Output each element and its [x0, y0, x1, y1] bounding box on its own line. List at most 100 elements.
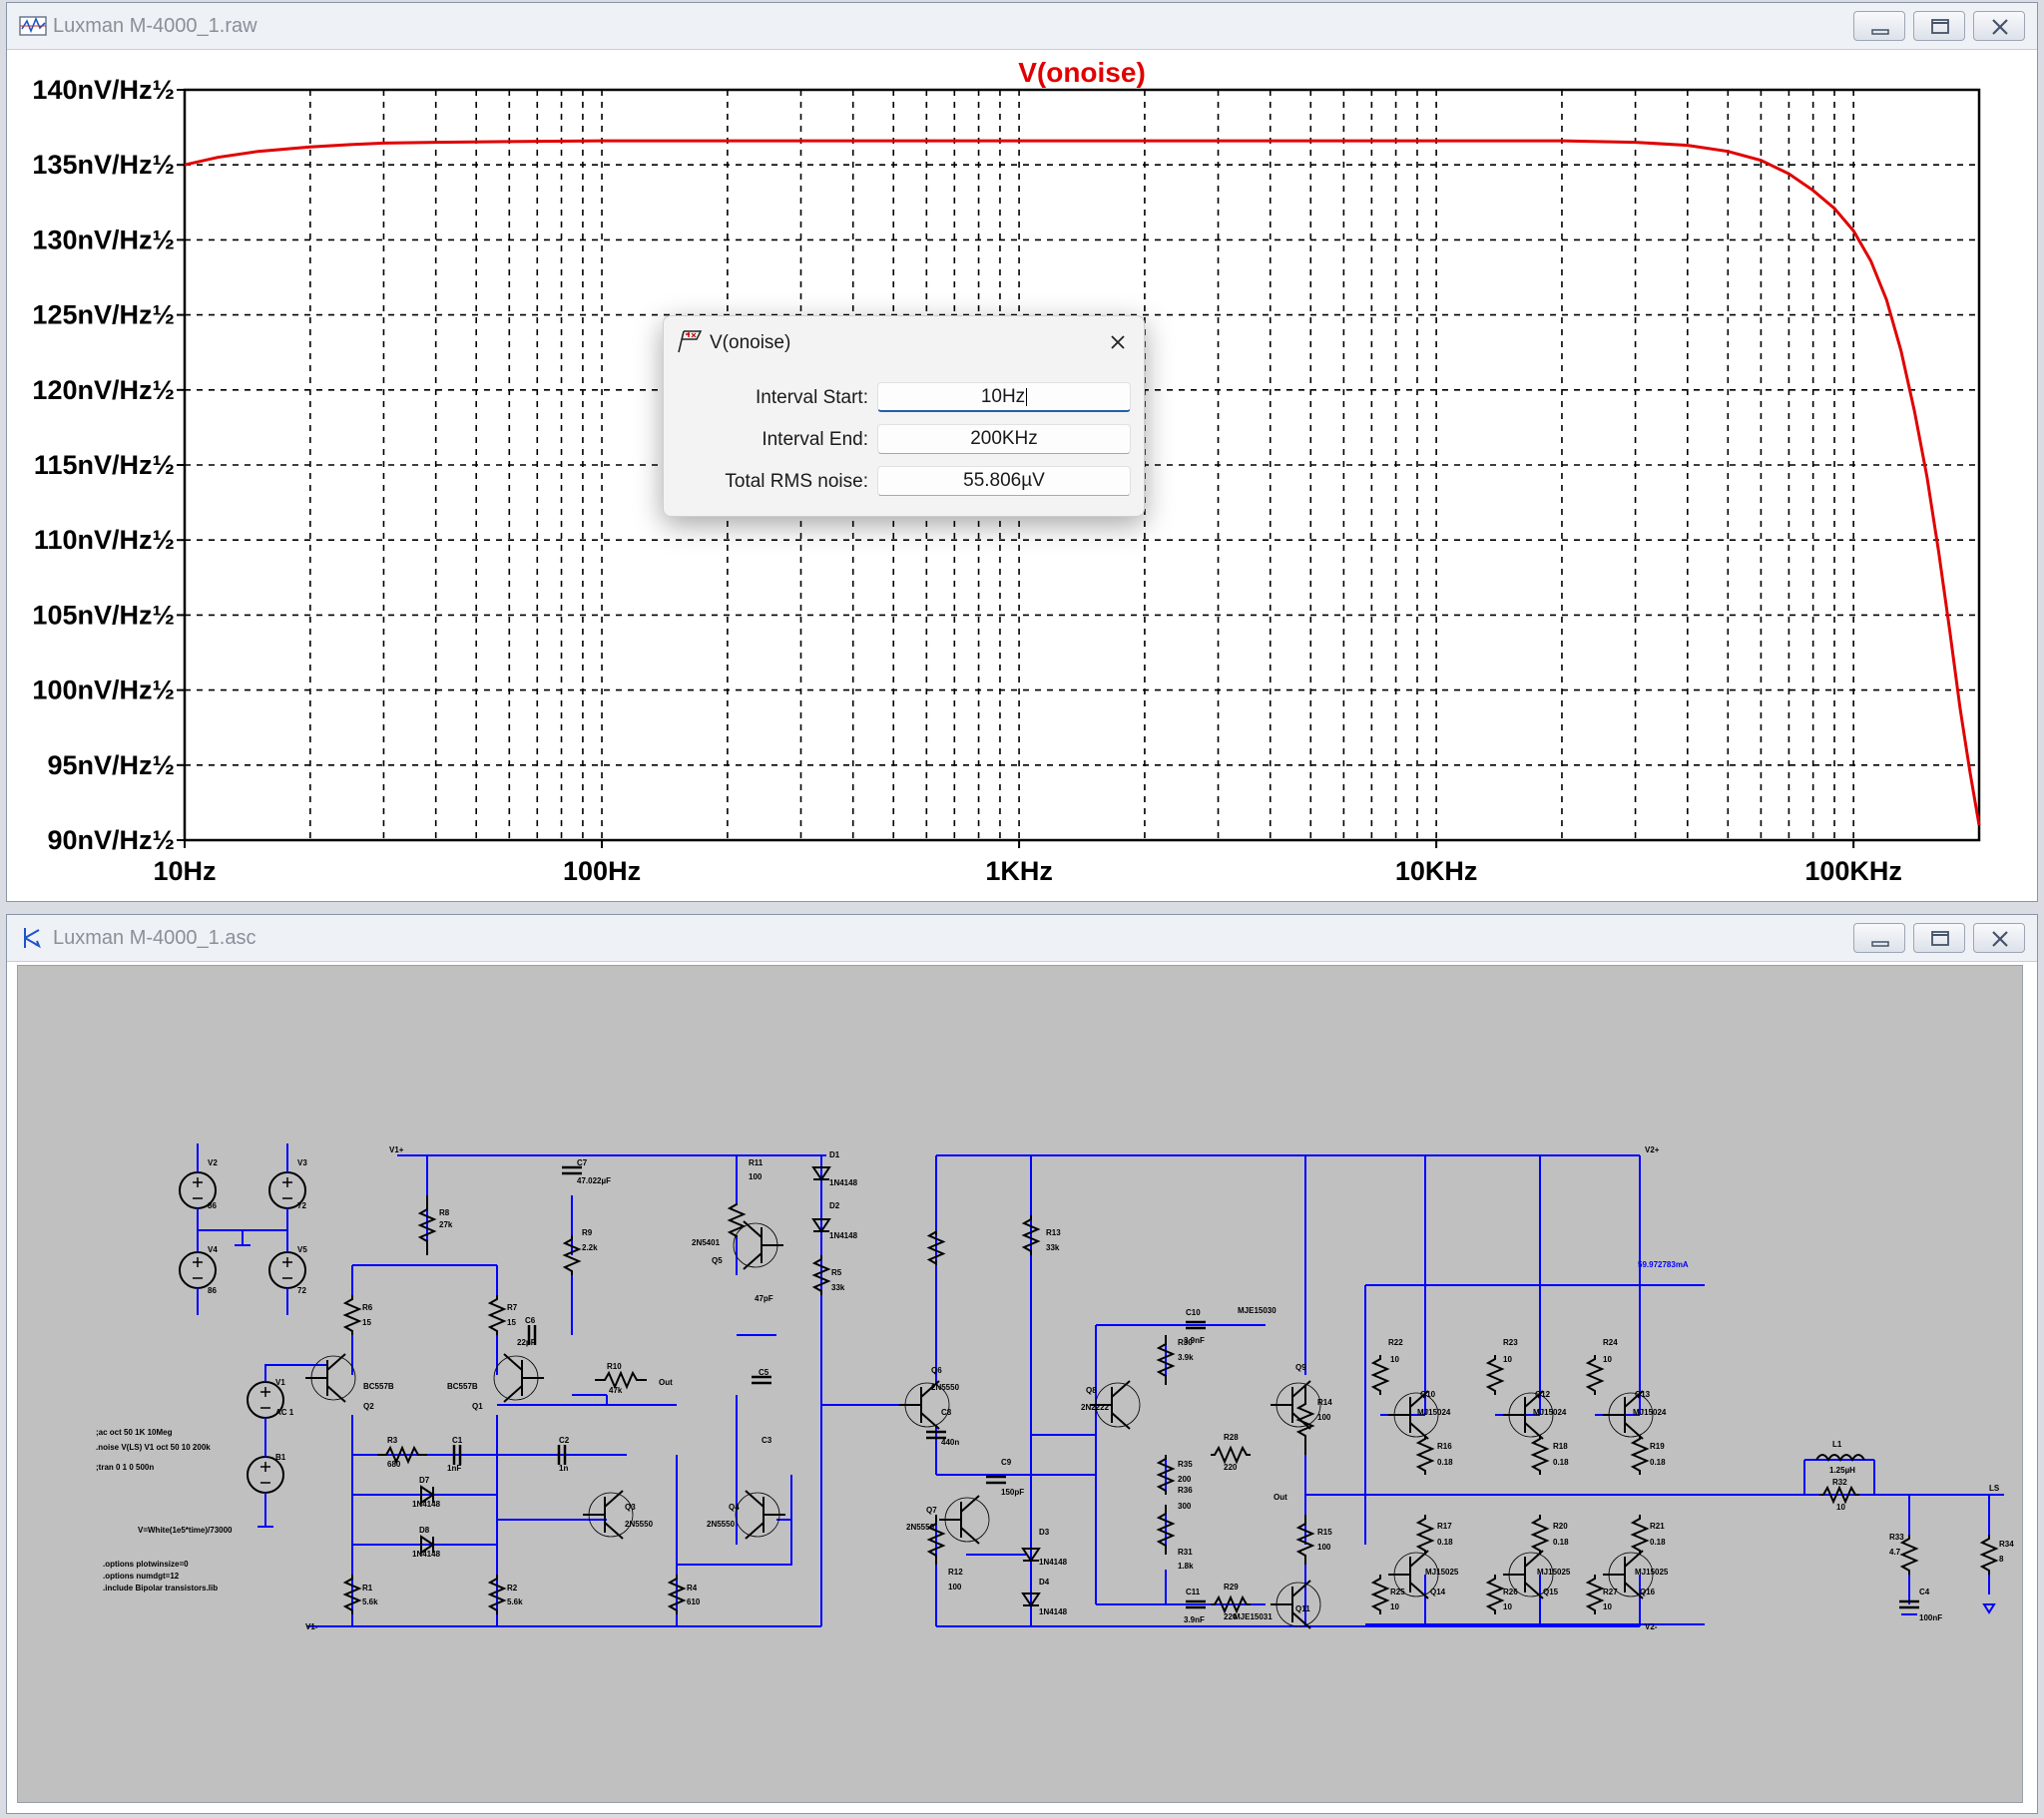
label-r27v: 10 — [1603, 1602, 1612, 1611]
maximize-button[interactable] — [1913, 923, 1965, 953]
resistor — [1156, 1505, 1176, 1555]
dialog-title: V(onoise) — [710, 332, 791, 353]
label-r31: R31 — [1178, 1548, 1193, 1557]
transistor — [1388, 1390, 1429, 1440]
interval-end-field[interactable]: 200KHz — [877, 424, 1131, 454]
minimize-button[interactable] — [1853, 923, 1905, 953]
transistor — [745, 1490, 785, 1540]
label-r16: R16 — [1437, 1442, 1452, 1451]
label-c6v: 22pF — [517, 1338, 536, 1347]
label-dmodel: 1N4148 — [829, 1231, 858, 1240]
label-q12m: MJ15024 — [1533, 1408, 1567, 1417]
capacitor — [557, 1445, 567, 1465]
source-wires — [257, 1364, 327, 1528]
label-r32v: 10 — [1836, 1503, 1845, 1512]
close-button[interactable] — [1973, 11, 2025, 41]
label-r2v: 5.6k — [507, 1597, 523, 1606]
plot-window-titlebar[interactable]: Luxman M-4000_1.raw — [7, 3, 2037, 50]
label-opt3: .include Bipolar transistors.lib — [103, 1584, 218, 1592]
ground-symbols — [1901, 1603, 1996, 1615]
interval-start-row: Interval Start: 10Hz — [664, 380, 1144, 414]
transistor-body — [735, 1492, 780, 1538]
label-r14: R14 — [1317, 1398, 1332, 1407]
diode — [420, 1535, 435, 1555]
label-q2: Q2 — [363, 1402, 374, 1411]
label-c8v: 440n — [941, 1438, 959, 1447]
label-r9: R9 — [582, 1228, 593, 1237]
capacitor — [926, 1430, 946, 1440]
schematic-window-titlebar[interactable]: Luxman M-4000_1.asc — [7, 915, 2037, 962]
label-q9m: MJE15030 — [1238, 1306, 1277, 1315]
source-sign — [282, 1257, 292, 1279]
dialog-close-icon[interactable] — [1102, 326, 1134, 358]
label-r24: R24 — [1603, 1338, 1618, 1347]
resistor — [1211, 1445, 1251, 1465]
label-r4v: 610 — [687, 1597, 701, 1606]
label-v5v: 72 — [297, 1286, 306, 1295]
source-sign — [260, 1387, 270, 1409]
label-r3v: 680 — [387, 1460, 401, 1469]
label-r28: R28 — [1224, 1433, 1239, 1442]
y-tick-label: 110nV/Hz½ — [34, 525, 175, 555]
label-r26: R26 — [1503, 1588, 1518, 1596]
wires — [307, 1154, 2004, 1627]
label-r32: R32 — [1832, 1478, 1847, 1487]
close-button[interactable] — [1973, 923, 2025, 953]
resistor — [342, 1575, 362, 1614]
label-r18v: 0.18 — [1553, 1458, 1569, 1467]
label-r36: R36 — [1178, 1486, 1193, 1495]
interval-start-value: 10Hz — [980, 386, 1026, 407]
label-r16v: 0.18 — [1437, 1458, 1453, 1467]
flag-icon — [678, 330, 703, 353]
resistor — [1530, 1435, 1550, 1475]
label-v2m: V2- — [1645, 1622, 1658, 1631]
label-r6: R6 — [362, 1303, 373, 1312]
label-l1v: 1.25µH — [1829, 1466, 1855, 1475]
transistor — [1388, 1550, 1429, 1599]
label-c6: C6 — [525, 1316, 536, 1325]
label-r31v: 1.8k — [1178, 1562, 1194, 1571]
interval-start-field[interactable]: 10Hz — [877, 382, 1131, 412]
capacitor — [562, 1165, 582, 1175]
label-q3m: 2N5550 — [625, 1520, 654, 1529]
diode — [1021, 1592, 1041, 1607]
resistor — [1156, 1455, 1176, 1495]
label-r25: R25 — [1390, 1588, 1405, 1596]
resistor — [1630, 1515, 1650, 1555]
y-tick-label: 135nV/Hz½ — [32, 150, 175, 180]
label-v1p: V1+ — [389, 1145, 404, 1154]
label-r25v: 10 — [1390, 1602, 1399, 1611]
label-r21: R21 — [1650, 1522, 1665, 1531]
label-q8: Q8 — [1086, 1386, 1097, 1395]
label-q12: Q12 — [1535, 1390, 1551, 1399]
resistor — [1370, 1575, 1390, 1614]
maximize-button[interactable] — [1913, 11, 1965, 41]
label-r24v: 10 — [1603, 1355, 1612, 1364]
label-v2: V2 — [208, 1158, 218, 1167]
minimize-button[interactable] — [1853, 11, 1905, 41]
label-d1: D1 — [829, 1150, 840, 1159]
transistor — [1603, 1550, 1644, 1599]
label-d4: D4 — [1039, 1578, 1050, 1587]
transistor-body — [1508, 1392, 1554, 1438]
label-r17: R17 — [1437, 1522, 1452, 1531]
transistor — [1090, 1380, 1131, 1430]
label-c2v: 1n — [559, 1464, 568, 1473]
label-q8m: 2N2222 — [1081, 1403, 1110, 1412]
resistor — [1979, 1535, 1999, 1575]
transistor-body — [310, 1355, 356, 1401]
noise-trace — [184, 139, 1981, 826]
label-d8: D8 — [419, 1526, 430, 1535]
label-r5v: 33k — [831, 1283, 845, 1292]
transistor — [1271, 1580, 1311, 1629]
label-r29v: 220 — [1224, 1612, 1238, 1621]
label-q7: Q7 — [926, 1506, 937, 1515]
label-c10: C10 — [1186, 1308, 1201, 1317]
label-r23v: 10 — [1503, 1355, 1512, 1364]
transistor-body — [733, 1222, 778, 1268]
noise-chart[interactable]: 90nV/Hz½95nV/Hz½100nV/Hz½105nV/Hz½110nV/… — [7, 50, 2037, 901]
transistor-body — [1393, 1552, 1439, 1597]
resistor — [926, 1229, 946, 1266]
